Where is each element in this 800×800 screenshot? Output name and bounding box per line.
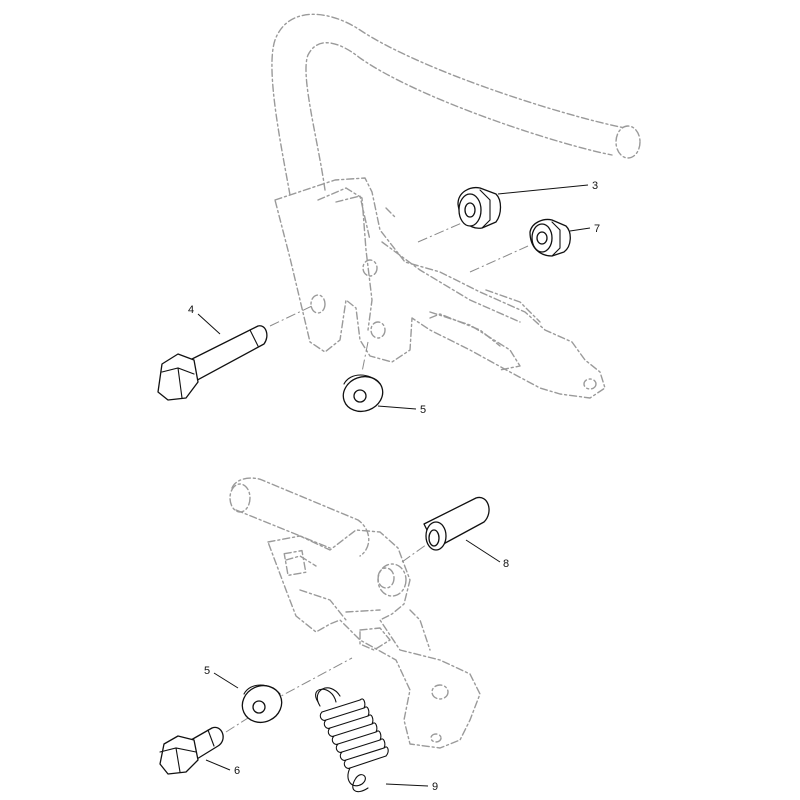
callout-9: 9	[432, 781, 438, 793]
assembly-axis-lines-upper	[269, 221, 529, 373]
assembly-axis-lines-lower	[225, 541, 431, 733]
callout-8: 8	[503, 558, 509, 570]
washer-part-5-lower	[241, 684, 283, 724]
callout-7: 7	[594, 223, 600, 235]
handle-bar-phantom	[271, 13, 641, 196]
callout-5-lower: 5	[204, 665, 210, 677]
pedal-bracket-phantom	[274, 177, 606, 399]
flange-nut-part-3	[457, 186, 502, 229]
callout-5-upper: 5	[420, 404, 426, 416]
hex-bolt-part-4	[157, 325, 268, 401]
washer-part-5-upper	[342, 374, 384, 413]
bushing-part-8	[423, 496, 490, 551]
callout-4: 4	[188, 304, 194, 316]
callout-6: 6	[234, 765, 240, 777]
leader-lines	[197, 184, 591, 787]
flange-nut-part-7	[529, 218, 571, 257]
shoulder-bolt-part-6	[159, 726, 224, 775]
lever-arm-phantom	[229, 477, 481, 749]
callout-3: 3	[592, 180, 598, 192]
extension-spring-part-9	[315, 687, 389, 793]
